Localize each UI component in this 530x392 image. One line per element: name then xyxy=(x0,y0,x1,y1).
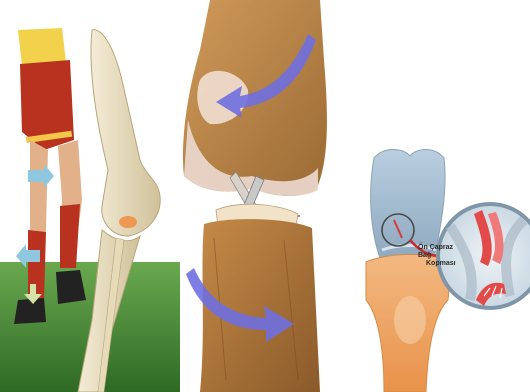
injured-ligament xyxy=(119,216,137,228)
knee-joint-panel xyxy=(180,0,330,392)
yellow-shirt xyxy=(18,28,66,66)
callout-line-1: Ön Çapraz Bağ xyxy=(418,244,464,260)
back-boot xyxy=(14,298,46,324)
knee-joint-image xyxy=(180,0,330,392)
acl-tear-image xyxy=(340,0,530,392)
soccer-player-knee-panel xyxy=(0,0,180,392)
acl-tear-label: Ön Çapraz Bağ Kopması xyxy=(418,244,464,268)
acl-tear-panel xyxy=(340,0,530,392)
soccer-leg-knee-image xyxy=(0,0,180,392)
callout-line-2: Kopması xyxy=(418,260,464,268)
